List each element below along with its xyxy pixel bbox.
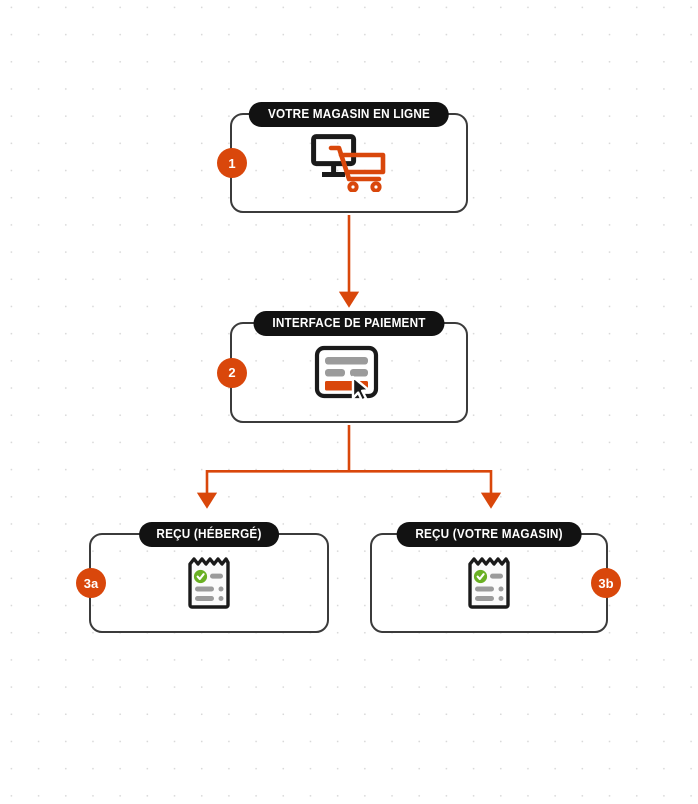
node-store-label: VOTRE MAGASIN EN LIGNE	[248, 102, 450, 127]
node-payment-badge: 2	[217, 357, 247, 388]
node-store-badge: 1	[217, 148, 247, 178]
receipt-check-icon	[164, 548, 254, 618]
node-receipt-store-badge: 3b	[591, 568, 621, 598]
node-payment-label: INTERFACE DE PAIEMENT	[253, 311, 445, 336]
node-store[interactable]: VOTRE MAGASIN EN LIGNE 1	[217, 102, 468, 213]
node-receipt-hosted-label: REÇU (HÉBERGÉ)	[139, 522, 279, 547]
node-receipt-store[interactable]: REÇU (VOTRE MAGASIN) 3b	[370, 522, 621, 633]
connector-payment-to-receipts	[196, 425, 502, 509]
monitor-cart-icon	[304, 128, 394, 198]
payment-card-icon	[304, 338, 394, 408]
node-receipt-hosted-badge: 3a	[76, 568, 106, 598]
node-payment[interactable]: INTERFACE DE PAIEMENT 2	[217, 311, 468, 423]
node-receipt-hosted[interactable]: REÇU (HÉBERGÉ) 3a	[76, 522, 329, 633]
receipt-check-icon	[444, 548, 534, 618]
node-receipt-store-label: REÇU (VOTRE MAGASIN)	[396, 522, 582, 547]
